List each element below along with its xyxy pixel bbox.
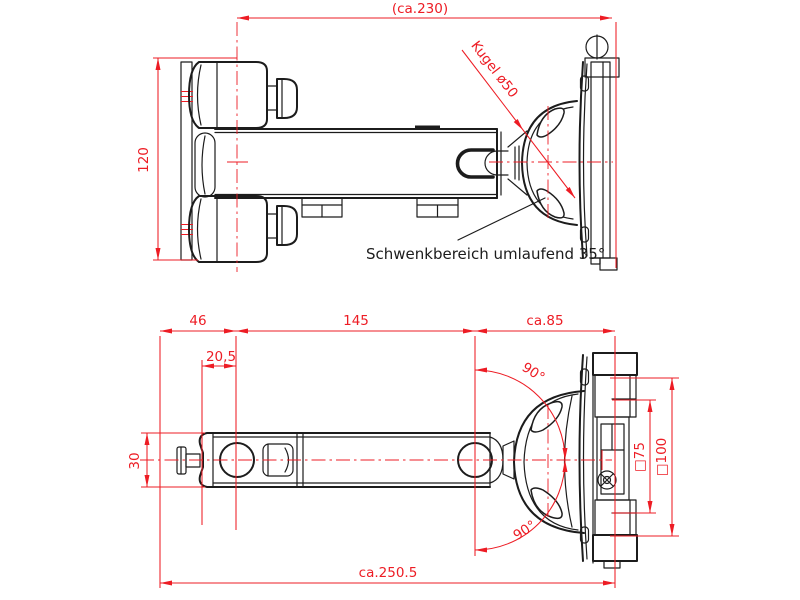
knob-neck-top [266, 85, 278, 111]
clamp-fin-top [536, 107, 565, 138]
clamp-fin-up [530, 400, 563, 433]
dim-label-height: 120 [136, 147, 152, 173]
dim-label-vesa-100: □100 [654, 438, 670, 477]
dim-overall-width: (ca.230) [237, 1, 617, 268]
arm-top-tab [415, 125, 440, 130]
dim-label-wall-offset: 46 [189, 313, 206, 329]
knob-cap-top [276, 78, 298, 119]
ball-stud [484, 150, 509, 176]
dim-label-vesa-75: □75 [632, 442, 648, 472]
clamp-fin-bottom [536, 188, 565, 219]
arm-lug-2 [416, 197, 459, 218]
plate-foot-side [603, 560, 621, 569]
dim-vesa-75: □75 [612, 399, 656, 514]
dim-label-head-depth: ca.85 [526, 313, 563, 329]
slot-center-ticks [181, 90, 193, 236]
clamp-block-bottom [188, 195, 298, 263]
dim-hole-offset: 20,5 [201, 349, 236, 525]
dim-vesa-100: □100 [610, 377, 679, 537]
dim-bracket-height: 120 [136, 57, 237, 261]
bottom-view: 46 145 ca.85 20,5 30 90° 90° [127, 313, 679, 588]
swivel-note-label: Schwenkbereich umlaufend 35° [366, 245, 605, 263]
bracket-channel [194, 132, 216, 198]
top-view: (ca.230) 120 Kugel ø50 Schwenkbereich um… [136, 1, 620, 272]
adjustment-screw [597, 470, 617, 490]
clamp-fin-down [530, 487, 563, 520]
angle-label-down: 90° [510, 517, 539, 543]
ball-joint-side-view [513, 390, 585, 534]
swivel-leader-line [457, 197, 546, 241]
dim-chain-row: 46 145 ca.85 [159, 313, 616, 588]
knob-stem [185, 453, 201, 468]
plate-top-cap [584, 57, 620, 78]
arm-lug-1 [301, 197, 343, 218]
socket-neck [502, 440, 515, 480]
support-arm-top-view [214, 125, 528, 218]
dim-overall-depth: ca.250.5 [160, 565, 615, 586]
wall-plate [180, 61, 193, 261]
dim-label-overall-depth: ca.250.5 [359, 565, 418, 581]
swivel-annotation: Schwenkbereich umlaufend 35° [366, 197, 605, 263]
arm-end-slot [455, 148, 495, 179]
vesa-plate-side-view [578, 352, 638, 569]
socket-cone [507, 130, 528, 196]
ball-joint-top-view [521, 100, 578, 226]
knob-cap-bottom [276, 205, 298, 246]
dim-label-hole-offset: 20,5 [206, 349, 236, 365]
clamp-block-top [188, 61, 298, 129]
knob-neck-bottom [266, 213, 278, 239]
dim-label-arm-length: 145 [343, 313, 369, 329]
dim-label-overall-width: (ca.230) [392, 1, 448, 17]
angle-label-up: 90° [519, 359, 548, 385]
vesa-plate-top-view [578, 34, 620, 271]
dim-label-arm-height: 30 [127, 452, 143, 469]
